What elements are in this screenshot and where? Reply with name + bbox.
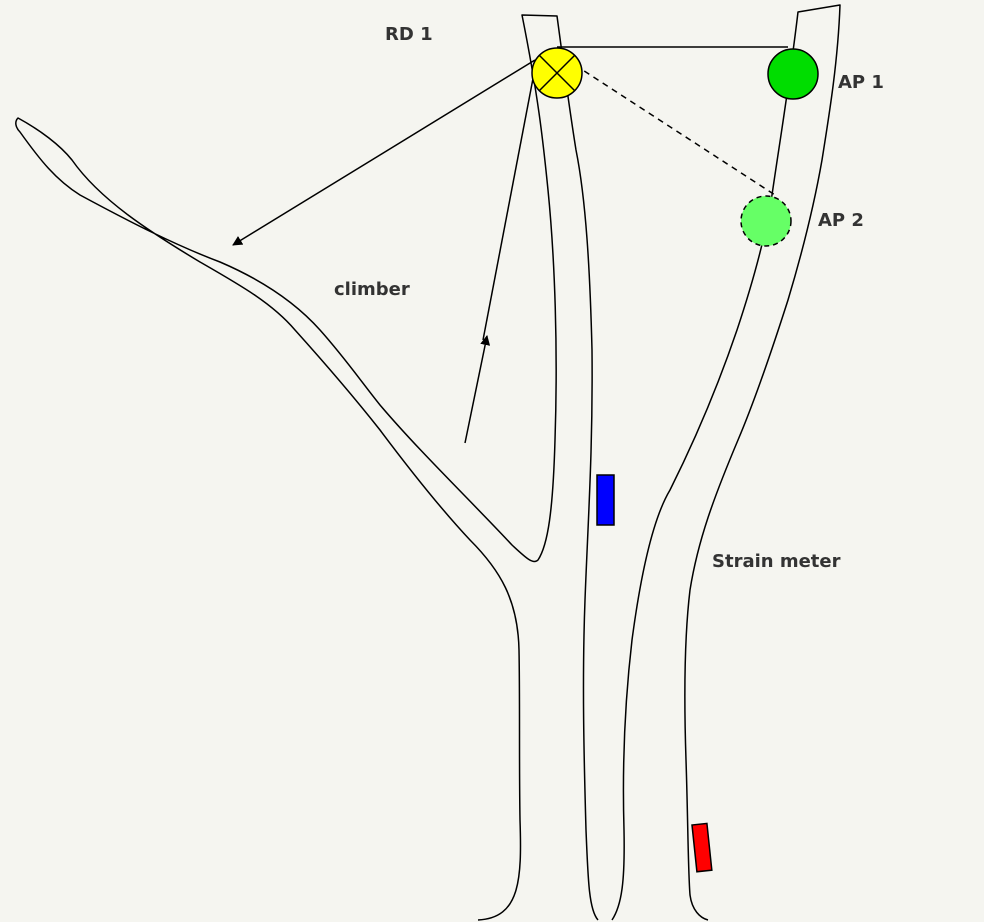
ap2-node	[740, 195, 792, 247]
climber-arrow-upper	[482, 67, 536, 341]
link-rd1-ap2-dashed	[574, 64, 776, 196]
connections	[232, 46, 788, 444]
arrow-rd1-to-left-branch	[232, 59, 536, 246]
trunk-right-edge	[611, 4, 841, 921]
climber-arrow-lower	[464, 335, 491, 444]
label-ap2: AP 2	[818, 210, 864, 231]
label-rd1: RD 1	[385, 24, 433, 45]
strain-meter-marker	[596, 474, 615, 526]
label-strain-meter: Strain meter	[712, 551, 841, 572]
label-ap1: AP 1	[838, 72, 884, 93]
red-marker	[691, 822, 713, 873]
rd1-node	[531, 47, 583, 99]
ap1-node	[767, 48, 819, 100]
circle-x-icon-stroke	[538, 54, 576, 92]
label-climber: climber	[334, 279, 410, 300]
tree-outline	[15, 4, 841, 921]
trunk-left-edge	[15, 14, 599, 921]
